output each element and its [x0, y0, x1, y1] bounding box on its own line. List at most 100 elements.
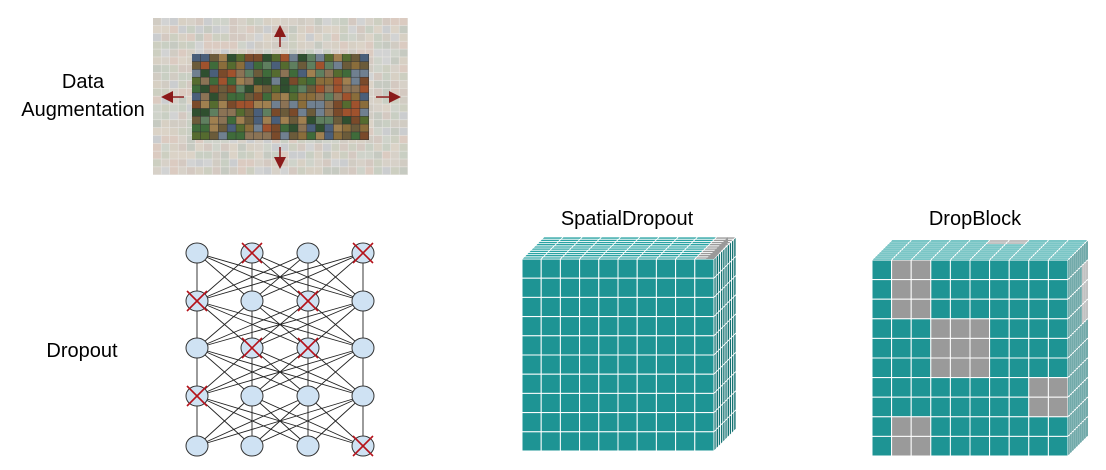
- data-augmentation-label-line1: Data: [61, 71, 105, 93]
- front-cell: [1008, 357, 1030, 379]
- neuron: [296, 242, 320, 264]
- red-x-icon: [186, 290, 208, 312]
- top-cell: [967, 239, 991, 243]
- dropblock-title: DropBlock: [928, 208, 1022, 230]
- top-cell: [889, 239, 913, 243]
- side-cell: [1085, 415, 1089, 439]
- front-cell: [655, 316, 677, 337]
- dropped-neuron: [185, 290, 209, 312]
- neuron-circle: [240, 435, 264, 457]
- front-cell: [930, 318, 951, 339]
- front-cell: [1047, 357, 1069, 379]
- side-cell: [1085, 376, 1089, 400]
- front-cell: [949, 416, 971, 437]
- front-cell: [598, 296, 619, 318]
- front-cell: [579, 412, 600, 433]
- front-cell: [675, 412, 696, 433]
- top-cell: [987, 239, 1011, 243]
- front-cell: [675, 335, 696, 356]
- front-cell: [1047, 377, 1069, 398]
- front-cell: [930, 416, 951, 437]
- front-cell: [1008, 298, 1030, 320]
- front-cell: [1028, 435, 1049, 457]
- front-cell: [949, 298, 971, 320]
- front-cell: [969, 337, 991, 359]
- front-cell: [598, 258, 619, 279]
- connection-line: [196, 395, 253, 447]
- front-cell: [636, 431, 657, 452]
- front-cell: [1047, 416, 1069, 437]
- front-cell: [989, 396, 1010, 418]
- red-x-icon: [352, 242, 374, 264]
- top-cell: [675, 236, 699, 240]
- neuron: [240, 435, 264, 457]
- connection-line: [251, 252, 364, 302]
- red-x-icon: [186, 385, 208, 407]
- top-cell: [908, 239, 933, 243]
- front-cell: [910, 279, 932, 300]
- top-cell: [1045, 239, 1070, 243]
- front-cell: [521, 335, 542, 356]
- front-cell: [969, 416, 991, 437]
- front-cell: [910, 318, 932, 339]
- neuron-circle: [296, 435, 320, 457]
- front-cell: [559, 373, 581, 394]
- front-cell: [540, 373, 561, 394]
- front-cell: [521, 354, 542, 375]
- side-cell: [1085, 278, 1089, 302]
- neuron-circle: [240, 290, 264, 312]
- neuron-circle: [296, 385, 320, 407]
- side-cell: [733, 293, 737, 317]
- neuron-circle: [351, 385, 375, 407]
- neuron: [296, 385, 320, 407]
- neuron-circle: [351, 290, 375, 312]
- front-cell: [579, 316, 600, 337]
- front-cell: [1028, 318, 1049, 339]
- front-cell: [598, 335, 619, 356]
- front-cell: [910, 396, 932, 418]
- front-cell: [521, 373, 542, 394]
- front-cell: [930, 377, 951, 398]
- front-cell: [1047, 396, 1069, 418]
- front-cell: [617, 373, 638, 394]
- front-cell: [617, 277, 638, 298]
- neuron: [240, 290, 264, 312]
- front-cell: [1028, 259, 1049, 281]
- front-cell: [891, 396, 912, 418]
- front-cell: [930, 279, 951, 300]
- neuron: [351, 290, 375, 312]
- connection-line: [307, 395, 364, 447]
- neuron: [185, 337, 209, 359]
- front-cell: [969, 377, 991, 398]
- front-cell: [891, 318, 912, 339]
- side-cell: [733, 370, 737, 394]
- front-cell: [675, 296, 696, 318]
- front-cell: [1028, 416, 1049, 437]
- red-x-icon: [241, 337, 263, 359]
- top-cell: [598, 236, 622, 240]
- front-cell: [949, 318, 971, 339]
- top-cell: [928, 239, 952, 243]
- front-cell: [636, 316, 657, 337]
- front-cell: [930, 259, 951, 281]
- side-cell: [1085, 297, 1089, 322]
- front-cell: [636, 258, 657, 279]
- front-cell: [910, 259, 932, 281]
- front-cell: [559, 316, 581, 337]
- front-cell: [871, 377, 893, 398]
- front-cell: [891, 279, 912, 300]
- front-cell: [540, 258, 561, 279]
- front-cell: [930, 435, 951, 457]
- front-cell: [521, 258, 542, 279]
- front-cell: [910, 416, 932, 437]
- front-cell: [1008, 318, 1030, 339]
- front-cell: [579, 373, 600, 394]
- front-cell: [949, 337, 971, 359]
- connection-line: [307, 300, 364, 349]
- front-cell: [521, 412, 542, 433]
- top-cell: [1065, 239, 1089, 243]
- front-cell: [930, 298, 951, 320]
- front-cell: [694, 412, 715, 433]
- front-cell: [598, 412, 619, 433]
- front-cell: [617, 412, 638, 433]
